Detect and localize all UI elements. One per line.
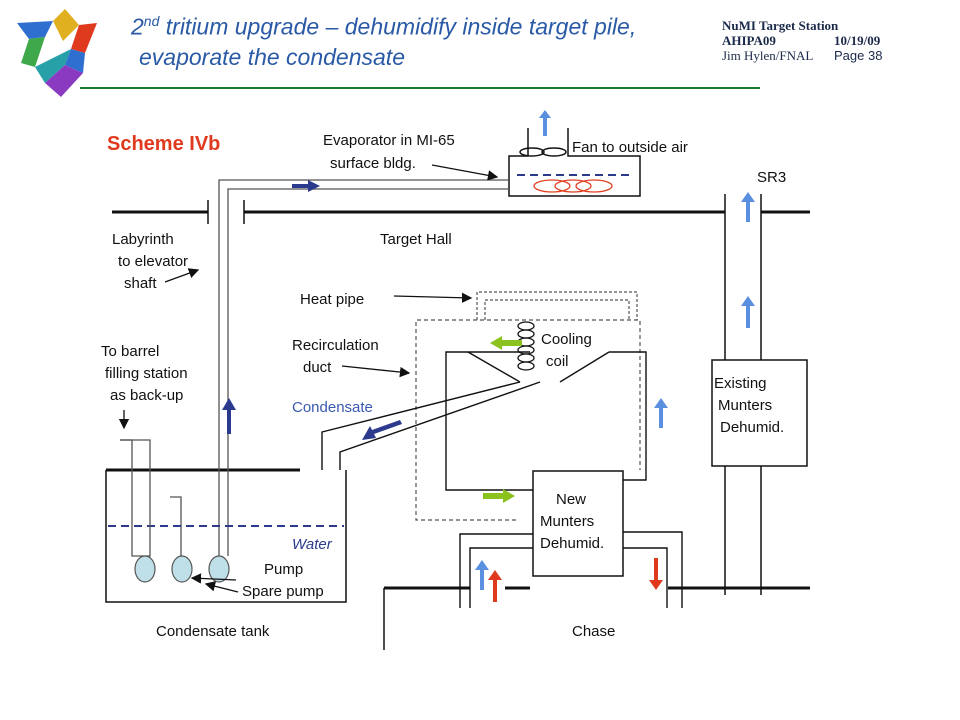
existing-label-1: Existing	[714, 375, 767, 392]
cooling-label-2: coil	[546, 353, 569, 370]
fan-label: Fan to outside air	[572, 139, 688, 156]
new-munters-label-2: Munters	[540, 513, 594, 530]
cooling-coil	[517, 321, 535, 371]
author-label: Jim Hylen/FNAL	[722, 48, 814, 63]
condensate-label: Condensate	[292, 399, 373, 416]
chase-label: Chase	[572, 623, 615, 640]
pump-bulbs	[134, 555, 230, 583]
arrow-red-up	[488, 570, 502, 602]
arrow-blue-duct	[654, 398, 668, 428]
arrow-blue-sr3-top	[741, 192, 755, 222]
evaporator-label-2: surface bldg.	[330, 155, 416, 172]
recirculation-duct	[415, 319, 641, 521]
slide-title-line2: evaporate the condensate	[139, 43, 405, 70]
heat-pipe	[476, 291, 638, 320]
sr3-shaft	[724, 194, 762, 595]
scheme-label: Scheme IVb	[107, 133, 220, 155]
inner-duct	[445, 351, 647, 491]
new-munters-box	[532, 470, 624, 577]
chase-ducts	[459, 531, 683, 608]
page-number: Page 38	[834, 48, 883, 63]
arrow-navy-riser	[222, 398, 236, 434]
labyrinth-label-1: Labyrinth	[112, 231, 174, 248]
arrow-green-munters	[483, 489, 515, 503]
existing-munters-box	[711, 359, 808, 467]
label-pointers	[118, 164, 499, 593]
arrow-blue-fan	[539, 110, 551, 136]
arrow-green-coil	[490, 336, 522, 350]
recirc-label-2: duct	[303, 359, 332, 376]
arrow-red-down	[649, 558, 663, 590]
arrow-navy-pipe	[292, 180, 320, 192]
condensate-tank-label: Condensate tank	[156, 623, 270, 640]
labyrinth-label-3: shaft	[124, 275, 157, 292]
flow-arrows	[222, 110, 755, 602]
spare-pump-label: Spare pump	[242, 583, 324, 600]
condensate-tank	[105, 439, 347, 603]
existing-label-2: Munters	[718, 397, 772, 414]
heat-pipe-label: Heat pipe	[300, 291, 364, 308]
arrow-navy-condensate	[362, 420, 402, 440]
new-munters-label-1: New	[556, 491, 586, 508]
labyrinth-label-2: to elevator	[118, 253, 188, 270]
title-rule	[80, 87, 760, 89]
barrel-label-2: filling station	[105, 365, 188, 382]
evaporator-pipe	[170, 179, 509, 556]
header-info: NuMI Target Station AHIPA09 10/19/09 Jim …	[722, 18, 922, 63]
evaporator-unit	[508, 128, 641, 197]
recirc-label-1: Recirculation	[292, 337, 379, 354]
slide-title: 2nd tritium upgrade – dehumidify inside …	[131, 13, 637, 70]
evaporator-heater-coils	[533, 179, 613, 193]
arrow-blue-sr3-mid	[741, 296, 755, 328]
arrow-blue-chase	[475, 560, 489, 590]
date-label: 10/19/09	[834, 33, 881, 48]
meeting-label: AHIPA09	[722, 33, 776, 48]
station-label: NuMI Target Station	[722, 18, 839, 33]
new-munters-label-3: Dehumid.	[540, 535, 604, 552]
barrel-label-1: To barrel	[101, 343, 159, 360]
water-label: Water	[292, 536, 333, 553]
sr3-label: SR3	[757, 169, 786, 186]
pump-label: Pump	[264, 561, 303, 578]
barrel-label-3: as back-up	[110, 387, 183, 404]
cooling-label-1: Cooling	[541, 331, 592, 348]
numi-logo	[17, 9, 97, 97]
existing-label-3: Dehumid.	[720, 419, 784, 436]
floor-lines	[106, 210, 810, 590]
condensate-drain	[321, 381, 541, 470]
evaporator-label-1: Evaporator in MI-65	[323, 132, 455, 149]
target-hall-label: Target Hall	[380, 231, 452, 248]
